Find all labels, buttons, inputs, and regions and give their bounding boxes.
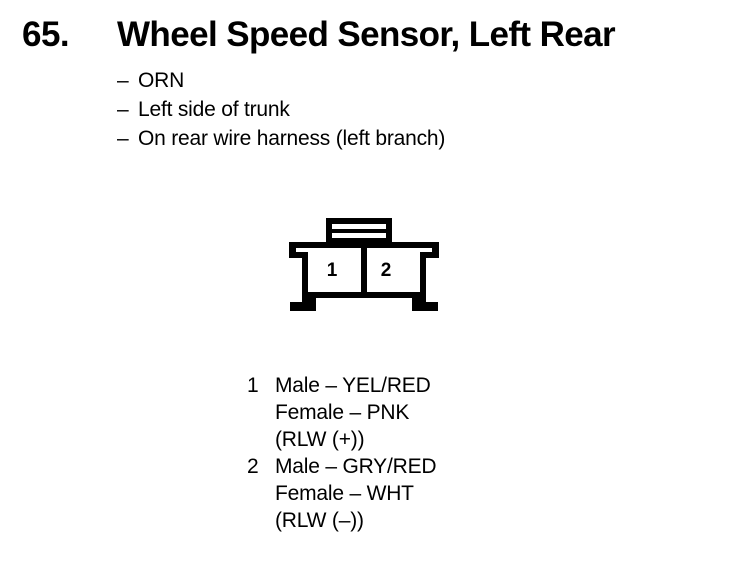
legend-pin-spacer bbox=[247, 399, 275, 426]
entry-number: 65. bbox=[22, 15, 70, 54]
connector-body bbox=[289, 242, 439, 311]
connector-outline-svg: 1 2 bbox=[289, 218, 439, 311]
legend-pin-number: 1 bbox=[247, 374, 259, 397]
note-item-color: –ORN bbox=[117, 66, 637, 95]
connector-locking-tab bbox=[326, 218, 392, 246]
note-dash-icon: – bbox=[117, 69, 129, 92]
legend-row: (RLW (+)) bbox=[247, 426, 647, 453]
note-dash-icon: – bbox=[117, 98, 129, 121]
legend-pin-number: 2 bbox=[247, 455, 259, 478]
legend-row: 1 Male – YEL/RED bbox=[247, 372, 647, 399]
note-item-label: On rear wire harness (left branch) bbox=[138, 127, 446, 150]
page-header: 65. Wheel Speed Sensor, Left Rear bbox=[0, 14, 752, 58]
legend-row: (RLW (–)) bbox=[247, 507, 647, 534]
note-item-location: –Left side of trunk bbox=[117, 95, 637, 124]
legend-line-circuit: (RLW (–)) bbox=[275, 509, 364, 532]
legend-line-male: Male – YEL/RED bbox=[275, 374, 431, 397]
legend-row: 2 Male – GRY/RED bbox=[247, 453, 647, 480]
note-item-label: ORN bbox=[138, 69, 185, 92]
legend-pin-spacer bbox=[247, 480, 275, 507]
legend-pin-spacer bbox=[247, 507, 275, 534]
legend-line-female: Female – PNK bbox=[275, 401, 410, 424]
note-dash-icon: – bbox=[117, 127, 129, 150]
connector-diagram: 1 2 bbox=[286, 214, 446, 318]
note-item-harness: –On rear wire harness (left branch) bbox=[117, 124, 637, 153]
legend-line-circuit: (RLW (+)) bbox=[275, 428, 365, 451]
cavity-label-2: 2 bbox=[381, 260, 392, 281]
page-title: Wheel Speed Sensor, Left Rear bbox=[117, 15, 616, 54]
pin-legend-entry-1: 1 Male – YEL/RED Female – PNK (RLW (+)) bbox=[247, 372, 647, 453]
pin-legend: 1 Male – YEL/RED Female – PNK (RLW (+)) … bbox=[247, 372, 647, 534]
legend-pin-spacer bbox=[247, 426, 275, 453]
legend-line-male: Male – GRY/RED bbox=[275, 455, 437, 478]
legend-row: Female – WHT bbox=[247, 480, 647, 507]
legend-row: Female – PNK bbox=[247, 399, 647, 426]
pin-legend-entry-2: 2 Male – GRY/RED Female – WHT (RLW (–)) bbox=[247, 453, 647, 534]
cavity-divider bbox=[361, 248, 367, 292]
cavity-label-1: 1 bbox=[327, 260, 338, 281]
note-item-label: Left side of trunk bbox=[138, 98, 290, 121]
legend-line-female: Female – WHT bbox=[275, 482, 414, 505]
note-list: –ORN –Left side of trunk –On rear wire h… bbox=[117, 66, 637, 153]
